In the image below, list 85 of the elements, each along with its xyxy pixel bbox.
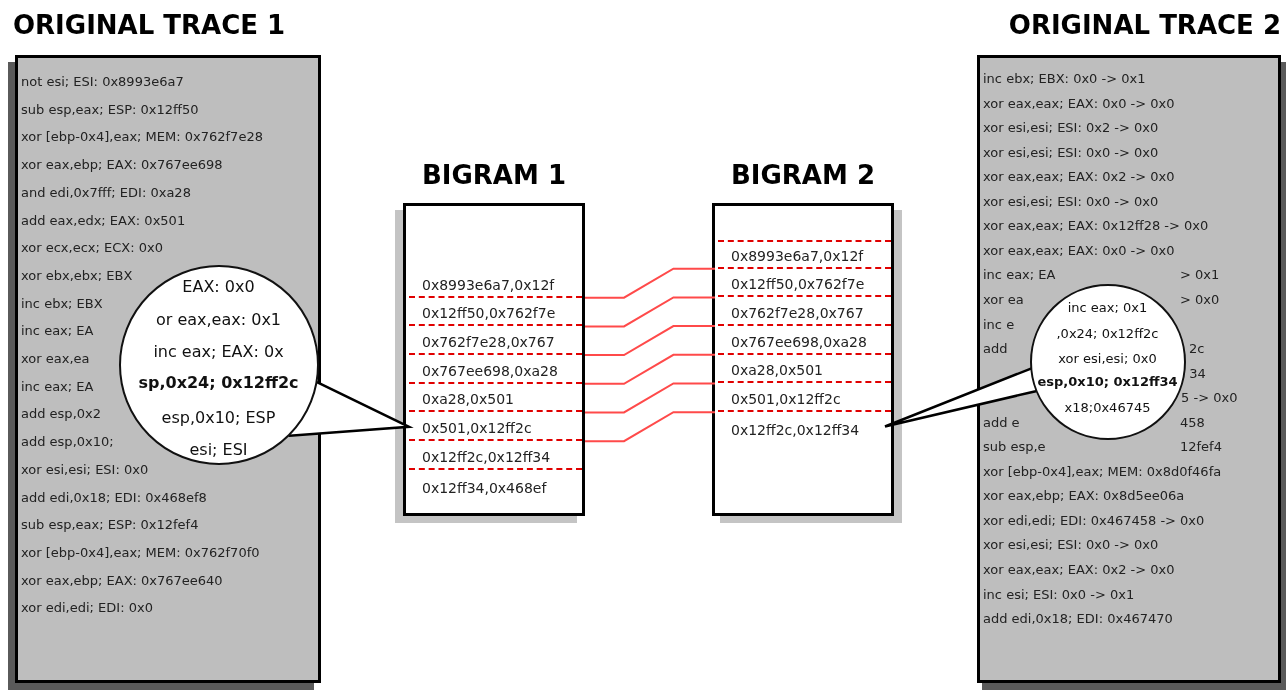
magnified-text: esp,0x10; ESP (161, 407, 276, 428)
bigram-entry: 0x501,0x12ff2c (422, 420, 532, 438)
bigram-entry: 0x12ff2c,0x12ff34 (731, 421, 860, 439)
trace-line: not esi; ESI: 0x8993e6a7 (21, 74, 184, 90)
magnified-text: esi; ESI (189, 439, 248, 460)
trace-line: xor edi,edi; EDI: 0x0 (21, 600, 153, 617)
trace-line: > 0x1 (1180, 267, 1220, 284)
connector-line (584, 325, 716, 357)
magnified-text: or eax,eax: 0x1 (155, 309, 282, 330)
trace-line: xor eax,ebp; EAX: 0x767ee698 (21, 157, 223, 174)
trace-line: 5 -> 0x0 (1181, 390, 1238, 407)
trace-line: 2c (1188, 341, 1205, 358)
trace-line: xor eax,eax; EAX: 0x0 -> 0x0 (983, 242, 1175, 259)
trace-line: xor [ebp-0x4],eax; MEM: 0x762f7e28 (21, 129, 263, 146)
magnified-text: EAX: 0x0 (182, 276, 255, 297)
trace-line: and edi,0x7fff; EDI: 0xa28 (21, 184, 191, 201)
trace-line: xor edi,edi; EDI: 0x467458 -> 0x0 (983, 512, 1205, 529)
trace-line: add edi,0x18; EDI: 0x467470 (983, 611, 1173, 628)
bigram-row (718, 240, 891, 269)
trace-line: 458 (1180, 414, 1205, 431)
trace-line: 12fef4 (1180, 439, 1222, 456)
trace-line: add esp,0x2 (21, 406, 101, 423)
bigram-entry: 0xa28,0x501 (422, 391, 514, 409)
connector-line (584, 382, 716, 414)
trace-line: xor esi,esi; ESI: 0x0 -> 0x0 (983, 193, 1159, 210)
trace-line: xor ecx,ecx; ECX: 0x0 (21, 240, 163, 257)
magnified-text: ,0x24; 0x12ff2c (1056, 324, 1159, 343)
trace-line: sub esp,e (983, 439, 1046, 456)
bigram-entry: 0x767ee698,0xa28 (422, 362, 558, 380)
magnified-text: x18;0x46745 (1064, 398, 1151, 417)
trace-line: > 0x0 (1180, 291, 1220, 308)
magnified-text: inc eax; EAX: 0x (153, 341, 284, 362)
bigram-entry: 0x12ff50,0x762f7e (731, 276, 865, 294)
trace-line: xor [ebp-0x4],eax; MEM: 0x8d0f46fa (983, 463, 1222, 480)
connector-line (584, 267, 716, 299)
bigram-entry: 0x8993e6a7,0x12f (731, 247, 864, 265)
bigram-entry: 0x762f7e28,0x767 (731, 305, 864, 323)
bigram-entry: 0x12ff34,0x468ef (422, 479, 547, 497)
trace-line: inc eax; EA (21, 323, 94, 340)
panel-heading: ORIGINAL TRACE 2 (1008, 10, 1281, 40)
trace-line: add esp,0x10; (21, 434, 114, 451)
trace-line: xor ea (983, 291, 1024, 308)
trace-line: sub esp,eax; ESP: 0x12ff50 (21, 101, 199, 118)
connector-line (584, 296, 716, 328)
trace-line: inc e (983, 316, 1015, 333)
trace-line: inc ebx; EBX: 0x0 -> 0x1 (983, 71, 1146, 87)
connector-line (584, 353, 716, 385)
trace-line: 34 (1189, 365, 1206, 382)
table-heading: BIGRAM 1 (422, 160, 566, 190)
trace-line: xor eax,ebp; EAX: 0x767ee640 (21, 572, 223, 589)
trace-line: xor esi,esi; ESI: 0x0 -> 0x0 (983, 537, 1159, 554)
trace-line: xor esi,esi; ESI: 0x0 -> 0x0 (983, 144, 1159, 161)
trace-line: inc eax; EA (983, 267, 1056, 284)
bigram-entry: 0x12ff50,0x762f7e (422, 305, 556, 323)
trace-line: xor eax,eax; EAX: 0x2 -> 0x0 (983, 169, 1175, 186)
trace-line: xor eax,eax; EAX: 0x2 -> 0x0 (983, 562, 1175, 578)
trace-line: inc esi; ESI: 0x0 -> 0x1 (983, 586, 1135, 603)
bigram-entry: 0xa28,0x501 (731, 362, 823, 380)
trace-line: xor ebx,ebx; EBX (21, 267, 133, 284)
trace-line: inc eax; EA (21, 378, 94, 395)
magnified-text: esp,0x10; 0x12ff34 (1037, 372, 1178, 391)
table-heading: BIGRAM 2 (731, 160, 875, 190)
bigram-entry: 0x501,0x12ff2c (731, 391, 841, 409)
trace-line: xor eax,ea (21, 351, 90, 367)
trace-line: xor eax,eax; EAX: 0x12ff28 -> 0x0 (983, 218, 1209, 235)
trace-line: xor esi,esi; ESI: 0x0 (21, 461, 149, 478)
bigram-entry: 0x767ee698,0xa28 (731, 333, 867, 351)
bigram-entry: 0x12ff2c,0x12ff34 (422, 448, 551, 466)
trace-line: add (983, 341, 1008, 358)
bigram-entry: 0x762f7e28,0x767 (422, 334, 555, 352)
trace-line: xor esi,esi; ESI: 0x2 -> 0x0 (983, 120, 1159, 137)
connector-line (584, 411, 716, 443)
magnified-text: xor esi,esi; 0x0 (1058, 349, 1157, 368)
trace-line: sub esp,eax; ESP: 0x12fef4 (21, 517, 199, 534)
magnified-text: inc eax; 0x1 (1067, 298, 1148, 317)
panel-heading: ORIGINAL TRACE 1 (13, 10, 286, 40)
trace-line: inc ebx; EBX (21, 295, 103, 312)
trace-line: add eax,edx; EAX: 0x501 (21, 212, 186, 229)
trace-line: add edi,0x18; EDI: 0x468ef8 (21, 489, 207, 506)
magnified-text: sp,0x24; 0x12ff2c (138, 372, 299, 393)
trace-line: xor [ebp-0x4],eax; MEM: 0x762f70f0 (21, 544, 260, 561)
trace-line: xor eax,eax; EAX: 0x0 -> 0x0 (983, 95, 1175, 112)
trace-line: xor eax,ebp; EAX: 0x8d5ee06a (983, 488, 1185, 505)
bigram-entry: 0x8993e6a7,0x12f (422, 276, 555, 294)
trace-line: add e (983, 414, 1020, 431)
